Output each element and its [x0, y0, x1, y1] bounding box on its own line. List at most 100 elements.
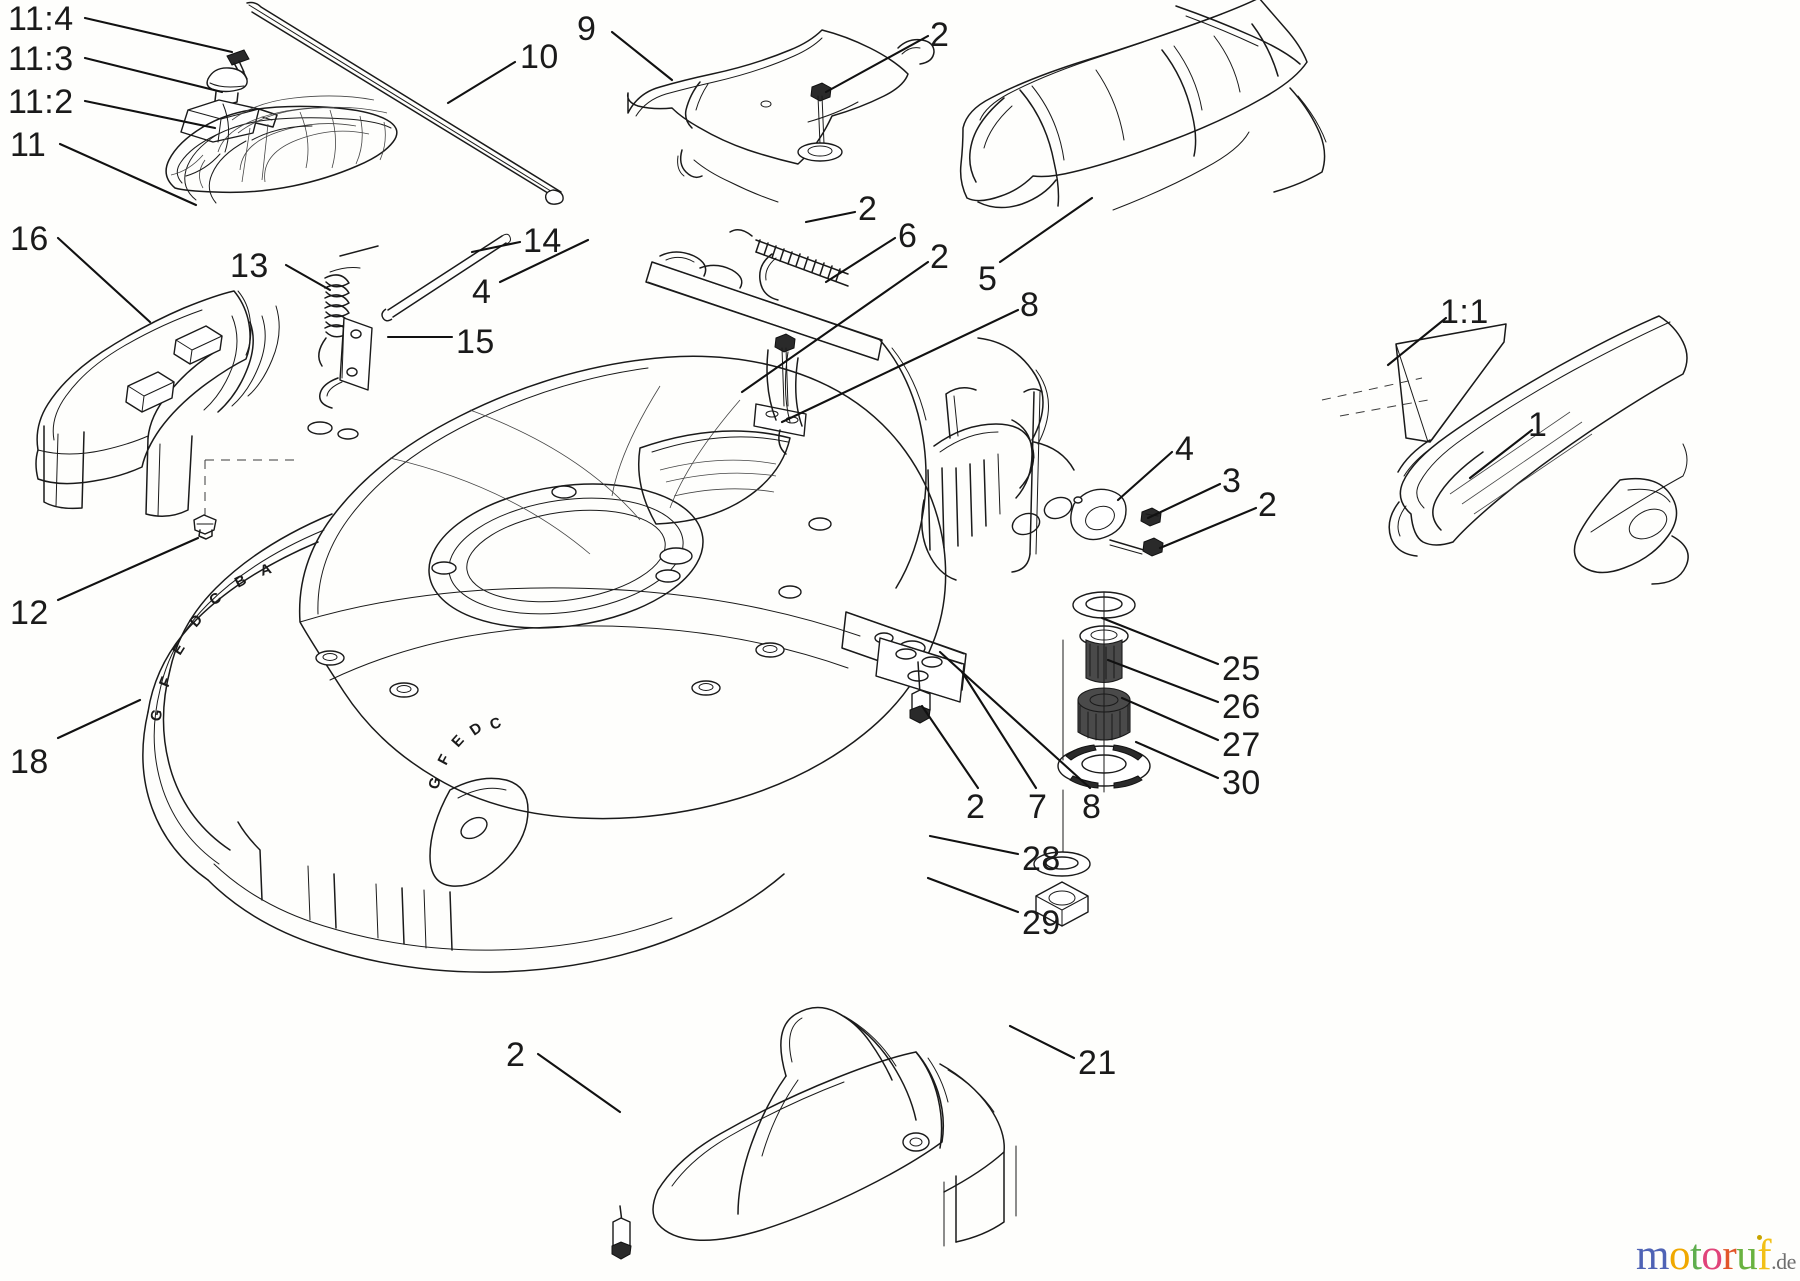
callout-21: 21	[1078, 1044, 1117, 1082]
part-16-side-shield	[35, 290, 280, 517]
leader-line-21	[1008, 1024, 1076, 1060]
callout-2: 2	[930, 16, 950, 54]
callout-10: 10	[520, 38, 559, 76]
callout-2: 2	[506, 1036, 526, 1074]
part-11-control-cover	[165, 49, 398, 204]
callout-2: 2	[1258, 486, 1278, 524]
svg-text:G: G	[425, 776, 444, 791]
callout-12: 12	[10, 594, 49, 632]
leader-line-13	[284, 263, 332, 292]
callout-3: 3	[1222, 462, 1242, 500]
part-9-rear-plate	[626, 29, 935, 203]
motoruf-watermark: motoruf.de	[1636, 1234, 1796, 1277]
callout-9: 9	[577, 10, 597, 48]
leader-line-9	[610, 30, 674, 82]
leader-line-4	[498, 238, 590, 284]
part-21-mulch-plug	[611, 1006, 1017, 1260]
callout-16: 16	[10, 220, 49, 258]
leader-line-11-2	[83, 99, 217, 130]
callout-8: 8	[1020, 286, 1040, 324]
svg-text:A: A	[258, 560, 274, 580]
watermark-letter: m	[1636, 1232, 1669, 1279]
callout-2: 2	[930, 238, 950, 276]
callout-2: 2	[858, 190, 878, 228]
fastener-28-29	[1033, 639, 1091, 927]
leader-line-4	[1116, 450, 1174, 502]
leader-line-2	[824, 34, 930, 94]
part-18-mower-deck: G F E D C B A G F	[142, 251, 967, 973]
part-6-extension-spring	[729, 229, 849, 301]
part-8-bracket-plate	[753, 403, 807, 455]
svg-text:E: E	[448, 732, 467, 751]
leader-line-11	[58, 142, 198, 207]
callout-14: 14	[523, 222, 562, 260]
svg-text:D: D	[467, 719, 486, 739]
callout-18: 18	[10, 743, 49, 781]
part-15-bracket	[319, 317, 373, 409]
callout-7: 7	[1028, 788, 1048, 826]
callout-27: 27	[1222, 726, 1261, 764]
watermark-letters: motoruf	[1636, 1232, 1772, 1279]
watermark-letter: u	[1736, 1232, 1758, 1279]
svg-text:C: C	[488, 714, 504, 734]
callout-leader-lines	[56, 16, 1534, 1114]
part-1-discharge-chute	[1321, 315, 1689, 585]
callout-4: 4	[472, 273, 492, 311]
leader-line-28	[928, 834, 1020, 856]
leader-line-3	[1146, 482, 1222, 520]
svg-text:G: G	[147, 708, 166, 723]
leader-line-2	[804, 210, 857, 224]
callout-11: 11	[10, 126, 47, 164]
callout-1-1: 1:1	[1440, 293, 1489, 331]
leader-line-11-4	[83, 16, 234, 54]
part-12-push-nut	[193, 459, 301, 540]
callout-2: 2	[966, 788, 986, 826]
callout-25: 25	[1222, 650, 1261, 688]
leader-line-2	[1158, 506, 1258, 550]
leader-line-29	[926, 876, 1020, 914]
svg-text:F: F	[435, 752, 454, 768]
leader-line-30	[1134, 740, 1220, 780]
callout-26: 26	[1222, 688, 1261, 726]
watermark-letter: f	[1757, 1232, 1772, 1279]
part-10-control-rod	[246, 1, 564, 205]
leader-line-18	[56, 698, 142, 740]
fastener-group-right	[1070, 488, 1164, 557]
watermark-dot	[1757, 1235, 1762, 1240]
callout-28: 28	[1022, 840, 1061, 878]
callout-15: 15	[456, 323, 495, 361]
leader-line-27	[1120, 696, 1220, 742]
leader-line-16	[56, 236, 152, 324]
svg-text:C: C	[206, 589, 225, 609]
control-linkage	[766, 337, 1075, 724]
watermark-letter: o	[1701, 1232, 1723, 1279]
callout-5: 5	[978, 260, 998, 298]
callout-6: 6	[898, 217, 918, 255]
callout-30: 30	[1222, 764, 1261, 802]
deck-height-letters: G F E D C B A	[147, 560, 273, 723]
callout-11-4: 11:4	[8, 0, 74, 38]
leader-line-5	[998, 196, 1094, 264]
leader-line-2	[920, 704, 980, 790]
callout-13: 13	[230, 247, 269, 285]
part-5-grass-deflector	[959, 0, 1327, 211]
leader-line-26	[1106, 658, 1220, 704]
callout-11-2: 11:2	[8, 83, 74, 121]
leader-line-8	[780, 308, 1020, 424]
leader-line-1	[1468, 428, 1534, 480]
leader-line-2	[740, 260, 930, 394]
callout-8: 8	[1082, 788, 1102, 826]
leader-line-10	[446, 60, 517, 105]
leader-line-25	[1100, 616, 1220, 666]
part-14-rod	[381, 233, 511, 322]
callout-29: 29	[1022, 904, 1061, 942]
callout-1: 1	[1528, 406, 1548, 444]
watermark-letter: o	[1668, 1232, 1691, 1279]
leader-line-6	[824, 236, 897, 284]
svg-text:F: F	[156, 675, 175, 690]
callout-11-3: 11:3	[8, 40, 74, 78]
watermark-letter: r	[1722, 1232, 1737, 1279]
watermark-letter: t	[1689, 1232, 1702, 1279]
